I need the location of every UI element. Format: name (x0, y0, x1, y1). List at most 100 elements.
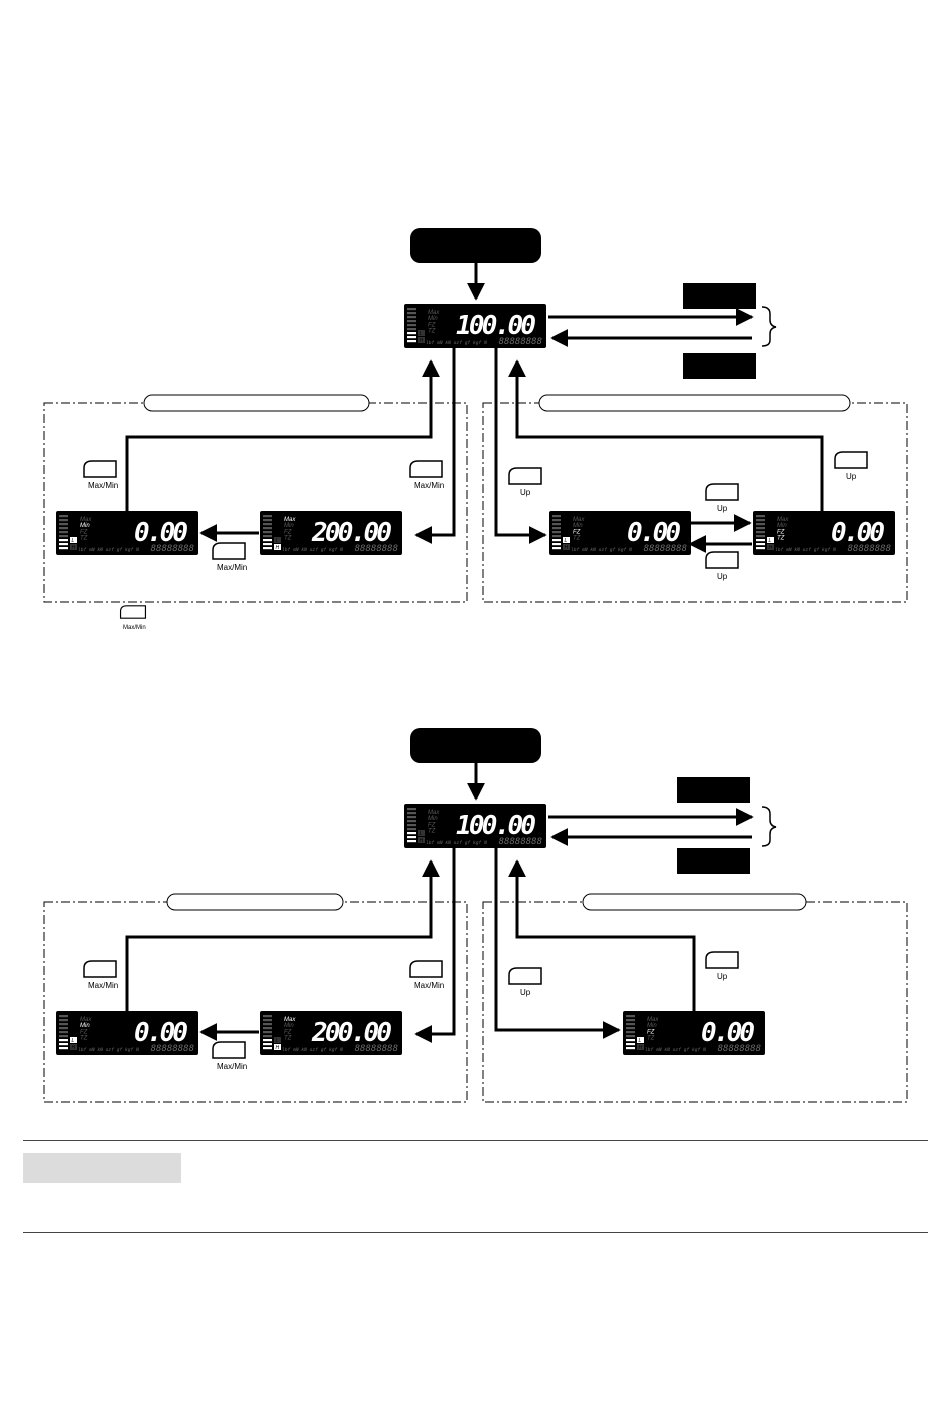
indicator-fz: FZ (647, 1029, 655, 1035)
indicator-hi: H (72, 545, 76, 551)
units-row: lbf mN kN ozf gf kgf N (282, 547, 343, 553)
tag-block-top (677, 777, 750, 803)
svg-text:Max/Min: Max/Min (414, 481, 444, 490)
indicator-fz: FZ (80, 1029, 88, 1035)
up-button[interactable]: Up (705, 483, 739, 513)
units-row: lbf mN kN ozf gf kgf N (78, 547, 139, 553)
bargraph-icon (407, 308, 416, 343)
max-min-button[interactable]: Max/Min (409, 960, 444, 990)
indicator-fz: FZ (284, 1029, 292, 1035)
bargraph-icon (407, 808, 416, 843)
indicator-max: Max (647, 1017, 659, 1023)
indicator-lo: L (276, 538, 279, 544)
indicator-lo: L (769, 538, 772, 544)
indicator-max: Max (80, 1017, 92, 1023)
indicator-min: Min (428, 316, 438, 322)
max-min-button[interactable]: Max/Min (83, 960, 118, 990)
indicator-tz: TZ (777, 536, 785, 542)
aux-digits: 88888888 (355, 1044, 398, 1054)
section-label-pill (143, 394, 370, 412)
section-max-min (43, 893, 468, 1103)
indicator-tz: TZ (80, 1036, 88, 1042)
svg-text:Up: Up (717, 972, 728, 981)
max-min-button[interactable]: Max/Min (83, 460, 118, 490)
indicator-tz: TZ (428, 329, 436, 335)
units-row: lbf mN kN ozf gf kgf N (426, 840, 487, 846)
svg-text:Max/Min: Max/Min (88, 981, 118, 990)
indicator-max: Max (573, 517, 585, 523)
indicator-hi: H (639, 1045, 643, 1051)
lcd-value: 100.00 (456, 811, 536, 841)
footer-rule-top (23, 1140, 928, 1141)
indicator-tz: TZ (80, 536, 88, 542)
indicator-fz: FZ (428, 822, 436, 828)
up-button[interactable]: Up (834, 451, 868, 481)
tag-block-bottom (677, 848, 750, 874)
curly-brace (761, 306, 777, 347)
aux-digits: 88888888 (151, 544, 194, 554)
lcd-value: 200.00 (311, 518, 392, 548)
max-min-button[interactable]: Max/Min (212, 542, 247, 572)
indicator-min: Min (80, 523, 90, 529)
indicator-tz: TZ (428, 829, 436, 835)
up-button[interactable]: Up (508, 967, 542, 997)
svg-text:Up: Up (717, 572, 728, 581)
indicator-lo: L (72, 538, 75, 544)
units-row: lbf mN kN ozf gf kgf N (645, 1047, 706, 1053)
lcd-value: 0.00 (831, 518, 885, 548)
svg-text:Max/Min: Max/Min (88, 481, 118, 490)
units-row: lbf mN kN ozf gf kgf N (775, 547, 836, 553)
max-min-button[interactable]: Max/Min (409, 460, 444, 490)
up-button[interactable]: Up (705, 951, 739, 981)
connector-arrows (125, 263, 824, 553)
indicator-hi: H (72, 1045, 76, 1051)
start-block (410, 228, 541, 263)
aux-digits: 88888888 (499, 837, 542, 847)
svg-text:Up: Up (846, 472, 857, 481)
indicator-hi: H (565, 545, 569, 551)
svg-text:Up: Up (520, 988, 531, 997)
indicator-max: Max (428, 810, 440, 816)
lcd-value: 0.00 (134, 518, 188, 548)
indicator-max: Max (428, 310, 440, 316)
indicator-fz: FZ (284, 529, 292, 535)
start-block (410, 728, 541, 763)
svg-text:Up: Up (717, 504, 728, 513)
indicator-max: Max (80, 517, 92, 523)
bargraph-icon (59, 1015, 68, 1050)
indicator-min: Min (573, 523, 583, 529)
max-min-button[interactable]: Max/Min (212, 1041, 247, 1071)
up-button[interactable]: Up (508, 467, 542, 497)
svg-text:Up: Up (520, 488, 531, 497)
indicator-lo: L (420, 831, 423, 837)
units-row: lbf mN kN ozf gf kgf N (571, 547, 632, 553)
indicator-tz: TZ (647, 1036, 655, 1042)
curly-brace (761, 806, 777, 847)
indicator-min: Min (284, 1023, 294, 1029)
indicator-min: Min (284, 523, 294, 529)
indicator-fz: FZ (428, 322, 436, 328)
bargraph-icon (59, 515, 68, 550)
indicator-tz: TZ (573, 536, 581, 542)
indicator-fz: FZ (573, 529, 581, 535)
section-label-pill (538, 394, 851, 412)
lcd-value: 0.00 (627, 518, 681, 548)
bargraph-icon (756, 515, 765, 550)
up-button[interactable]: Up (705, 551, 739, 581)
indicator-hi: H (276, 1045, 280, 1051)
max-min-button[interactable]: Max/Min (119, 605, 147, 631)
indicator-min: Min (80, 1023, 90, 1029)
tag-block-top (683, 283, 756, 309)
tag-block-bottom (683, 353, 756, 379)
